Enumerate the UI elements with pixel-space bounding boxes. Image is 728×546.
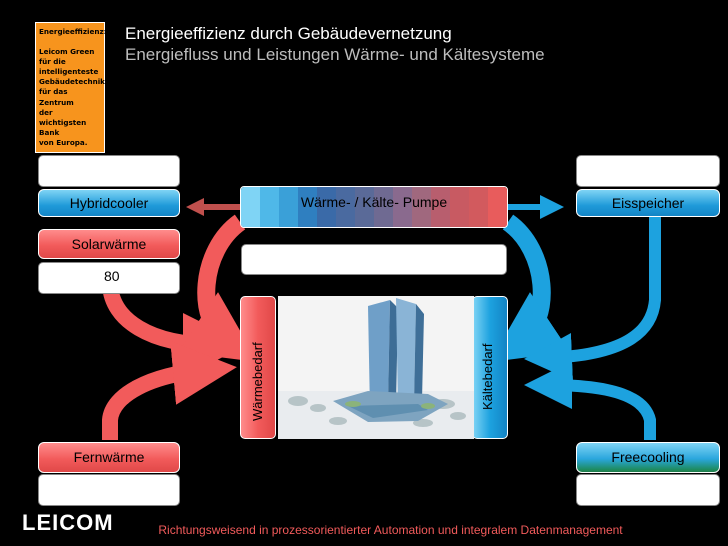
- kaeltebedarf-label: Kältebedarf: [480, 343, 495, 411]
- node-fernwaerme: Fernwärme: [38, 442, 180, 473]
- leicom-logo: LEICOM: [22, 510, 114, 535]
- waermebedarf-label: Wärmebedarf: [250, 342, 265, 421]
- eisspeicher-value-box: [576, 155, 720, 187]
- info-note-line: für die: [39, 57, 66, 67]
- node-hybridcooler: Hybridcooler: [38, 189, 180, 217]
- footer-tagline: Richtungsweisend in prozessorientierter …: [158, 523, 623, 537]
- info-note-line: intelligenteste: [39, 67, 99, 77]
- solarwaerme-value-box: [38, 262, 180, 294]
- arrow-pump-to-waermebedarf: [178, 214, 258, 363]
- hybridcooler-value-box: [38, 155, 180, 187]
- heat-pump-bar: [240, 186, 508, 228]
- pump-value-box: [241, 244, 507, 275]
- node-freecooling: Freecooling: [576, 442, 720, 473]
- info-note-line: für das Zentrum: [39, 87, 74, 107]
- arrow-eisspeicher-to-kaeltebedarf: [524, 215, 661, 381]
- page-title: Energieeffizienz durch Gebäudevernetzung: [125, 24, 452, 43]
- info-note-line: Bank: [39, 127, 60, 137]
- info-note-line: der wichtigsten: [39, 107, 87, 127]
- info-note-line: von Europa.: [39, 137, 88, 147]
- info-note-heading: Energieeffizienz:: [39, 27, 107, 36]
- arrow-pump-to-kaeltebedarf: [490, 214, 570, 363]
- solarwaerme-value: 80: [104, 268, 120, 284]
- node-solarwaerme: Solarwärme: [38, 229, 180, 259]
- node-eisspeicher: Eisspeicher: [576, 189, 720, 217]
- info-note: Energieeffizienz: Leicom Green für die i…: [35, 22, 107, 153]
- info-note-line: Gebäudetechnik: [39, 77, 105, 87]
- building-image: [278, 296, 474, 439]
- info-note-line: Leicom Green: [39, 47, 95, 57]
- freecooling-value-box: [576, 474, 720, 506]
- fernwaerme-value-box: [38, 474, 180, 506]
- page-subtitle: Energiefluss und Leistungen Wärme- und K…: [125, 45, 545, 64]
- heat-pump-label: Wärme- / Kälte- Pumpe: [300, 194, 448, 210]
- arrow-fernwaerme-to-waermebedarf: [102, 341, 237, 440]
- arrow-freecooling-to-kaeltebedarf: [524, 361, 656, 440]
- waermebedarf-bar: [240, 296, 276, 439]
